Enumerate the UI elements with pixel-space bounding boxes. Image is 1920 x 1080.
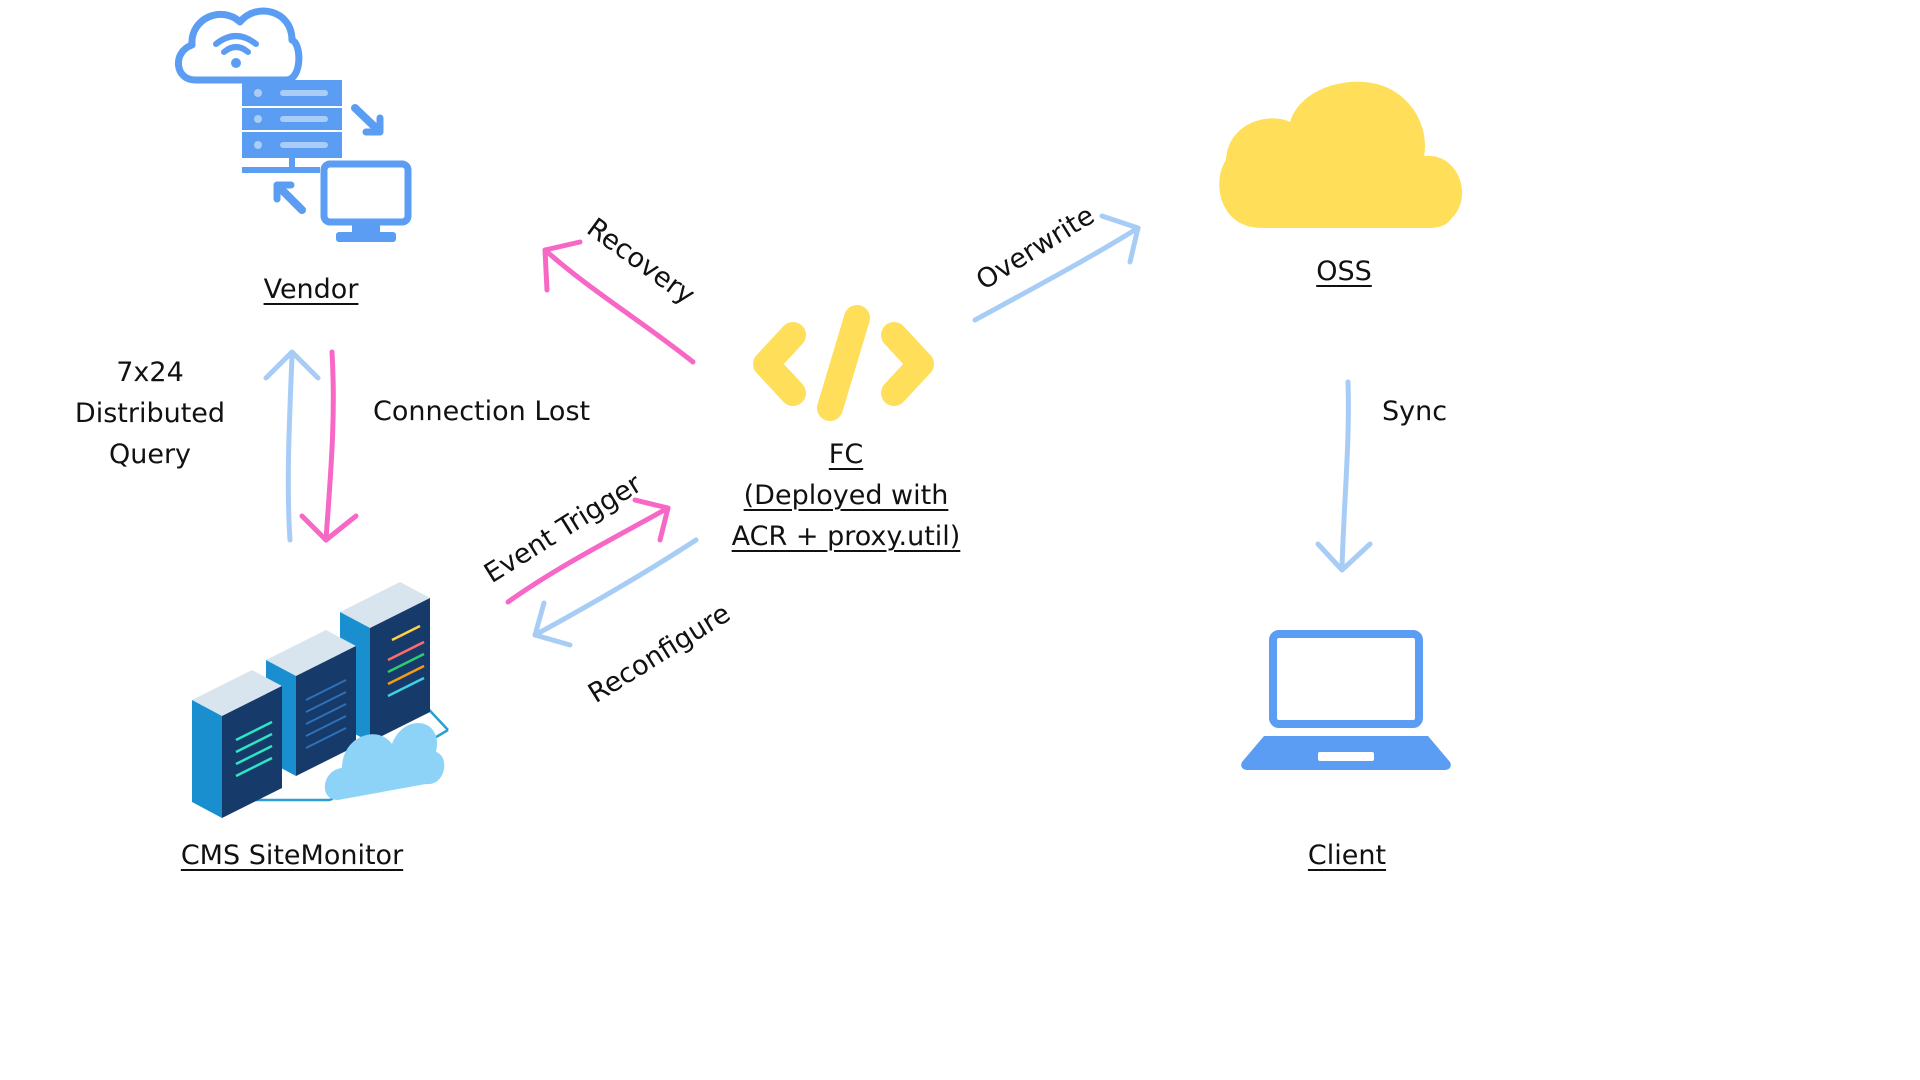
arrow-overwrite	[972, 213, 1141, 323]
connection-lost-label: Connection Lost	[373, 396, 591, 427]
arrow-connection-lost	[299, 349, 359, 543]
arrow-recovery	[542, 239, 696, 365]
server-rack-cloud-icon	[192, 582, 449, 818]
sync-label: Sync	[1382, 396, 1448, 427]
diagram-canvas: Vendor CMS SiteMonitor OSS Client FC (De…	[50, 7, 1463, 871]
diagram-graphics	[174, 7, 1463, 818]
vendor-icon	[174, 7, 412, 242]
monitor-icon	[320, 160, 412, 242]
fc-label: FC (Deployed with ACR + proxy.util)	[716, 434, 976, 557]
arrow-distributed-query	[263, 349, 321, 543]
distributed-query-line1: 7x24	[116, 357, 184, 388]
laptop-icon	[1241, 630, 1451, 770]
client-label: Client	[1307, 840, 1387, 871]
fc-label-line1: FC	[828, 439, 864, 470]
cloud-icon	[1219, 81, 1463, 228]
oss-label: OSS	[1316, 256, 1372, 287]
cms-sitemonitor-label: CMS SiteMonitor	[180, 840, 404, 871]
distributed-query-label: 7x24 Distributed Query	[50, 352, 250, 475]
distributed-query-line3: Query	[108, 439, 192, 470]
arrow-sync	[1315, 379, 1373, 573]
arrow-reconfigure	[532, 537, 699, 648]
distributed-query-line2: Distributed	[74, 398, 226, 429]
vendor-label: Vendor	[263, 274, 359, 305]
fc-label-line2: (Deployed with	[743, 480, 949, 511]
server-icon	[242, 80, 342, 173]
code-brackets-icon	[753, 305, 934, 421]
wifi-cloud-icon	[174, 7, 303, 84]
fc-label-line3: ACR + proxy.util)	[731, 521, 961, 552]
arrow-event-trigger	[505, 497, 671, 605]
